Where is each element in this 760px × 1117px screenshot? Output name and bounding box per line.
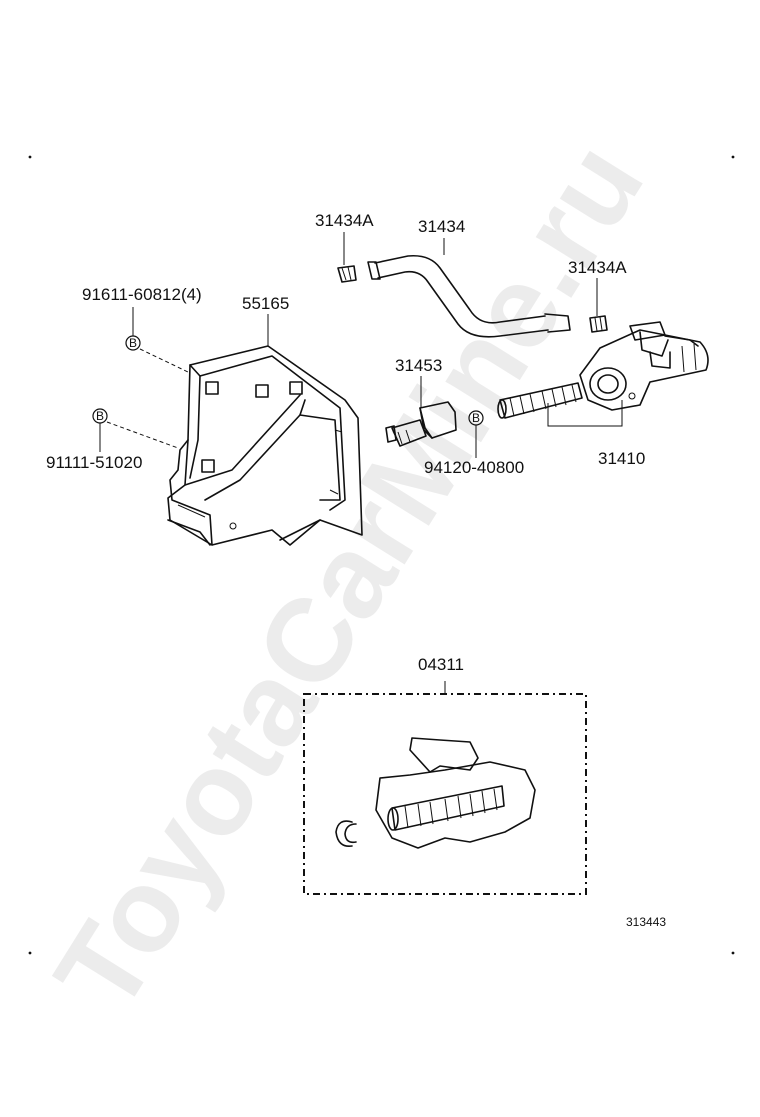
clamp-31434A-right bbox=[589, 315, 608, 333]
clamp-31434A-top bbox=[337, 265, 357, 283]
bracket-55165 bbox=[167, 345, 363, 546]
hose-31434 bbox=[367, 254, 571, 338]
switch-31453 bbox=[385, 401, 457, 447]
label-04311: 04311 bbox=[418, 655, 464, 674]
bolt-marker-letter: B bbox=[472, 411, 480, 425]
corner-mark bbox=[28, 155, 32, 159]
piston-31410 bbox=[497, 382, 583, 419]
label-94120-40800: 94120-40800 bbox=[424, 458, 524, 477]
label-31434: 31434 bbox=[418, 217, 465, 236]
label-55165: 55165 bbox=[242, 294, 289, 313]
master-cylinder-31410 bbox=[579, 321, 709, 411]
corner-mark bbox=[731, 951, 735, 955]
part-labels: 31434A 31434 31434A 91611-60812(4) 55165… bbox=[46, 211, 666, 929]
corner-mark bbox=[28, 951, 32, 955]
leader-lines bbox=[99, 232, 623, 694]
bolt-marker-letter: B bbox=[129, 336, 137, 350]
bolt-marker-91111: B bbox=[92, 408, 108, 424]
corner-mark bbox=[731, 155, 735, 159]
label-31453: 31453 bbox=[395, 356, 442, 375]
label-31410: 31410 bbox=[598, 449, 645, 468]
label-31434A-right: 31434A bbox=[568, 258, 627, 277]
label-91611-60812: 91611-60812(4) bbox=[82, 285, 202, 304]
bolt-marker-letter: B bbox=[96, 409, 104, 423]
diagram-id: 313443 bbox=[626, 915, 666, 929]
bolt-marker-91611: B bbox=[125, 335, 141, 351]
label-91111-51020: 91111-51020 bbox=[46, 453, 142, 472]
kit-04311 bbox=[303, 693, 587, 895]
label-31434A-top: 31434A bbox=[315, 211, 374, 230]
